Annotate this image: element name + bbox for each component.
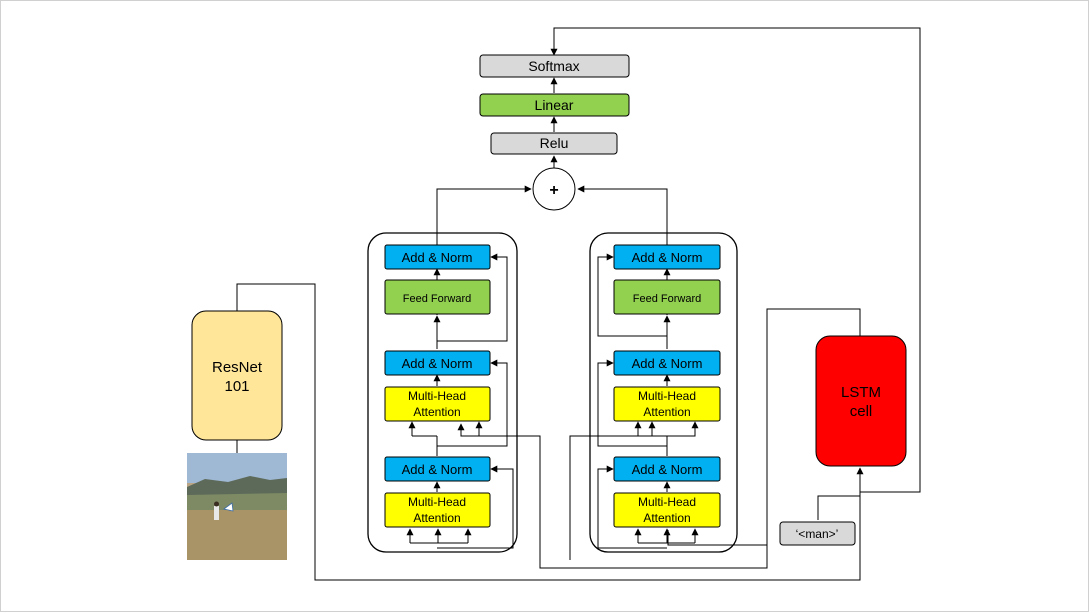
- softmax-box: [479, 54, 630, 78]
- lstm-to-left-mha: [457, 308, 861, 569]
- connectors: [236, 27, 921, 581]
- right-feed-forward-label: Feed Forward: [633, 293, 701, 305]
- lstm-label-2: cell: [850, 403, 873, 420]
- resnet-label-1: ResNet: [212, 359, 263, 376]
- right-block-frame: [589, 232, 738, 553]
- resnet-box: [191, 310, 283, 441]
- right-mha-in-3: [569, 421, 699, 560]
- right-mha-mid-label-1: Multi-Head: [638, 389, 696, 403]
- left-add-norm-bottom: [384, 456, 491, 482]
- right-mha-mid: [613, 386, 721, 422]
- lstm-box: [815, 335, 907, 467]
- softmax-label: Softmax: [528, 58, 579, 74]
- linear-label: Linear: [535, 97, 574, 113]
- right-add-norm-bottom-label: Add & Norm: [632, 462, 703, 477]
- add-symbol: +: [549, 182, 558, 199]
- right-add-norm-mid: [613, 350, 721, 376]
- lstm-output-to-softmax: [550, 27, 921, 493]
- right-residual-top: [597, 253, 667, 337]
- right-residual-mid: [597, 359, 667, 447]
- left-residual-bottom: [437, 465, 514, 549]
- linear-box: [479, 93, 630, 117]
- resnet-label-2: 101: [224, 378, 249, 395]
- left-add-norm-mid: [384, 350, 491, 376]
- arrow-right-to-plus: [577, 185, 668, 245]
- left-residual-top: [437, 253, 508, 342]
- left-mha-bottom-label-1: Multi-Head: [408, 495, 466, 509]
- left-feed-forward: [384, 279, 491, 315]
- left-mha-bottom-label-2: Attention: [413, 511, 460, 525]
- left-add-norm-bottom-label: Add & Norm: [402, 462, 473, 477]
- left-mha-mid-label-1: Multi-Head: [408, 389, 466, 403]
- left-feed-forward-label: Feed Forward: [403, 293, 471, 305]
- add-circle: [532, 167, 576, 211]
- left-mha-bottom: [384, 492, 491, 528]
- left-add-norm-top-label: Add & Norm: [402, 250, 473, 265]
- left-mha-mid-label-2: Attention: [413, 405, 460, 419]
- token-to-lstm: [817, 495, 860, 520]
- left-add-norm-mid-label: Add & Norm: [402, 356, 473, 371]
- right-feed-forward: [613, 279, 721, 315]
- arrow-left-to-plus: [436, 185, 532, 245]
- token-label: ‘<man>’: [796, 527, 839, 541]
- right-mha-mid-label-2: Attention: [643, 405, 690, 419]
- token-box: [779, 521, 856, 546]
- left-add-norm-top: [384, 244, 491, 270]
- right-add-norm-mid-label: Add & Norm: [632, 356, 703, 371]
- left-mha-mid: [384, 386, 491, 422]
- resnet-output-line: [236, 283, 864, 581]
- left-block-frame: [367, 232, 518, 553]
- relu-label: Relu: [540, 135, 569, 151]
- right-add-norm-top-label: Add & Norm: [632, 250, 703, 265]
- lstm-label-1: LSTM: [841, 384, 881, 401]
- relu-box: [490, 132, 618, 155]
- right-add-norm-bottom: [613, 456, 721, 482]
- right-add-norm-top: [613, 244, 721, 270]
- field-photo-icon: [187, 453, 287, 560]
- right-mha-bottom-label-2: Attention: [643, 511, 690, 525]
- left-residual-mid: [437, 359, 508, 447]
- right-mha-bottom-label-1: Multi-Head: [638, 495, 696, 509]
- right-residual-bottom: [597, 465, 667, 549]
- right-mha-bottom: [613, 492, 721, 528]
